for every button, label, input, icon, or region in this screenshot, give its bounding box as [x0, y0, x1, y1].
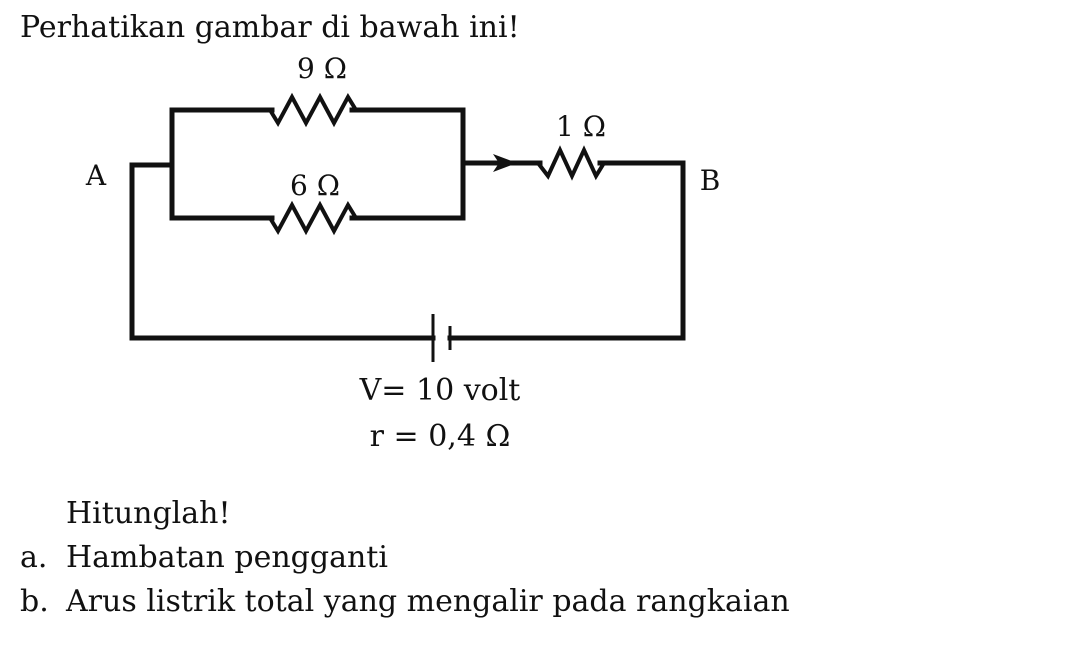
node-a-label: A — [85, 159, 107, 192]
battery-voltage-label: V= 10 volt — [359, 373, 521, 408]
wire-left-bottom — [129, 162, 436, 341]
node-b-label: B — [700, 164, 721, 197]
question-text: Arus listrik total yang mengalir pada ra… — [66, 584, 790, 619]
question-item-b: b. Arus listrik total yang mengalir pada … — [20, 582, 790, 622]
resistor-9-ohm — [268, 92, 358, 128]
question-letter: b. — [20, 584, 49, 619]
circuit-diagram: 9 Ω 6 Ω 1 Ω A B V= 10 volt r = 0,4 Ω — [85, 52, 721, 454]
wire-right-bottom — [447, 160, 686, 341]
resistor-9-ohm-label: 9 Ω — [297, 52, 347, 85]
battery-internal-resistance-label: r = 0,4 Ω — [370, 419, 511, 454]
questions-intro: Hitunglah! — [66, 496, 231, 531]
resistor-1-ohm-label: 1 Ω — [556, 110, 606, 143]
current-arrow-icon — [493, 154, 517, 172]
resistor-1-ohm — [536, 145, 606, 181]
resistor-6-ohm-label: 6 Ω — [290, 169, 340, 202]
question-letter: a. — [20, 540, 48, 575]
question-heading: Perhatikan gambar di bawah ini! — [20, 10, 520, 45]
question-item-a: a. Hambatan pengganti — [20, 538, 388, 578]
resistor-6-ohm — [268, 200, 358, 236]
question-text: Hambatan pengganti — [66, 540, 388, 575]
